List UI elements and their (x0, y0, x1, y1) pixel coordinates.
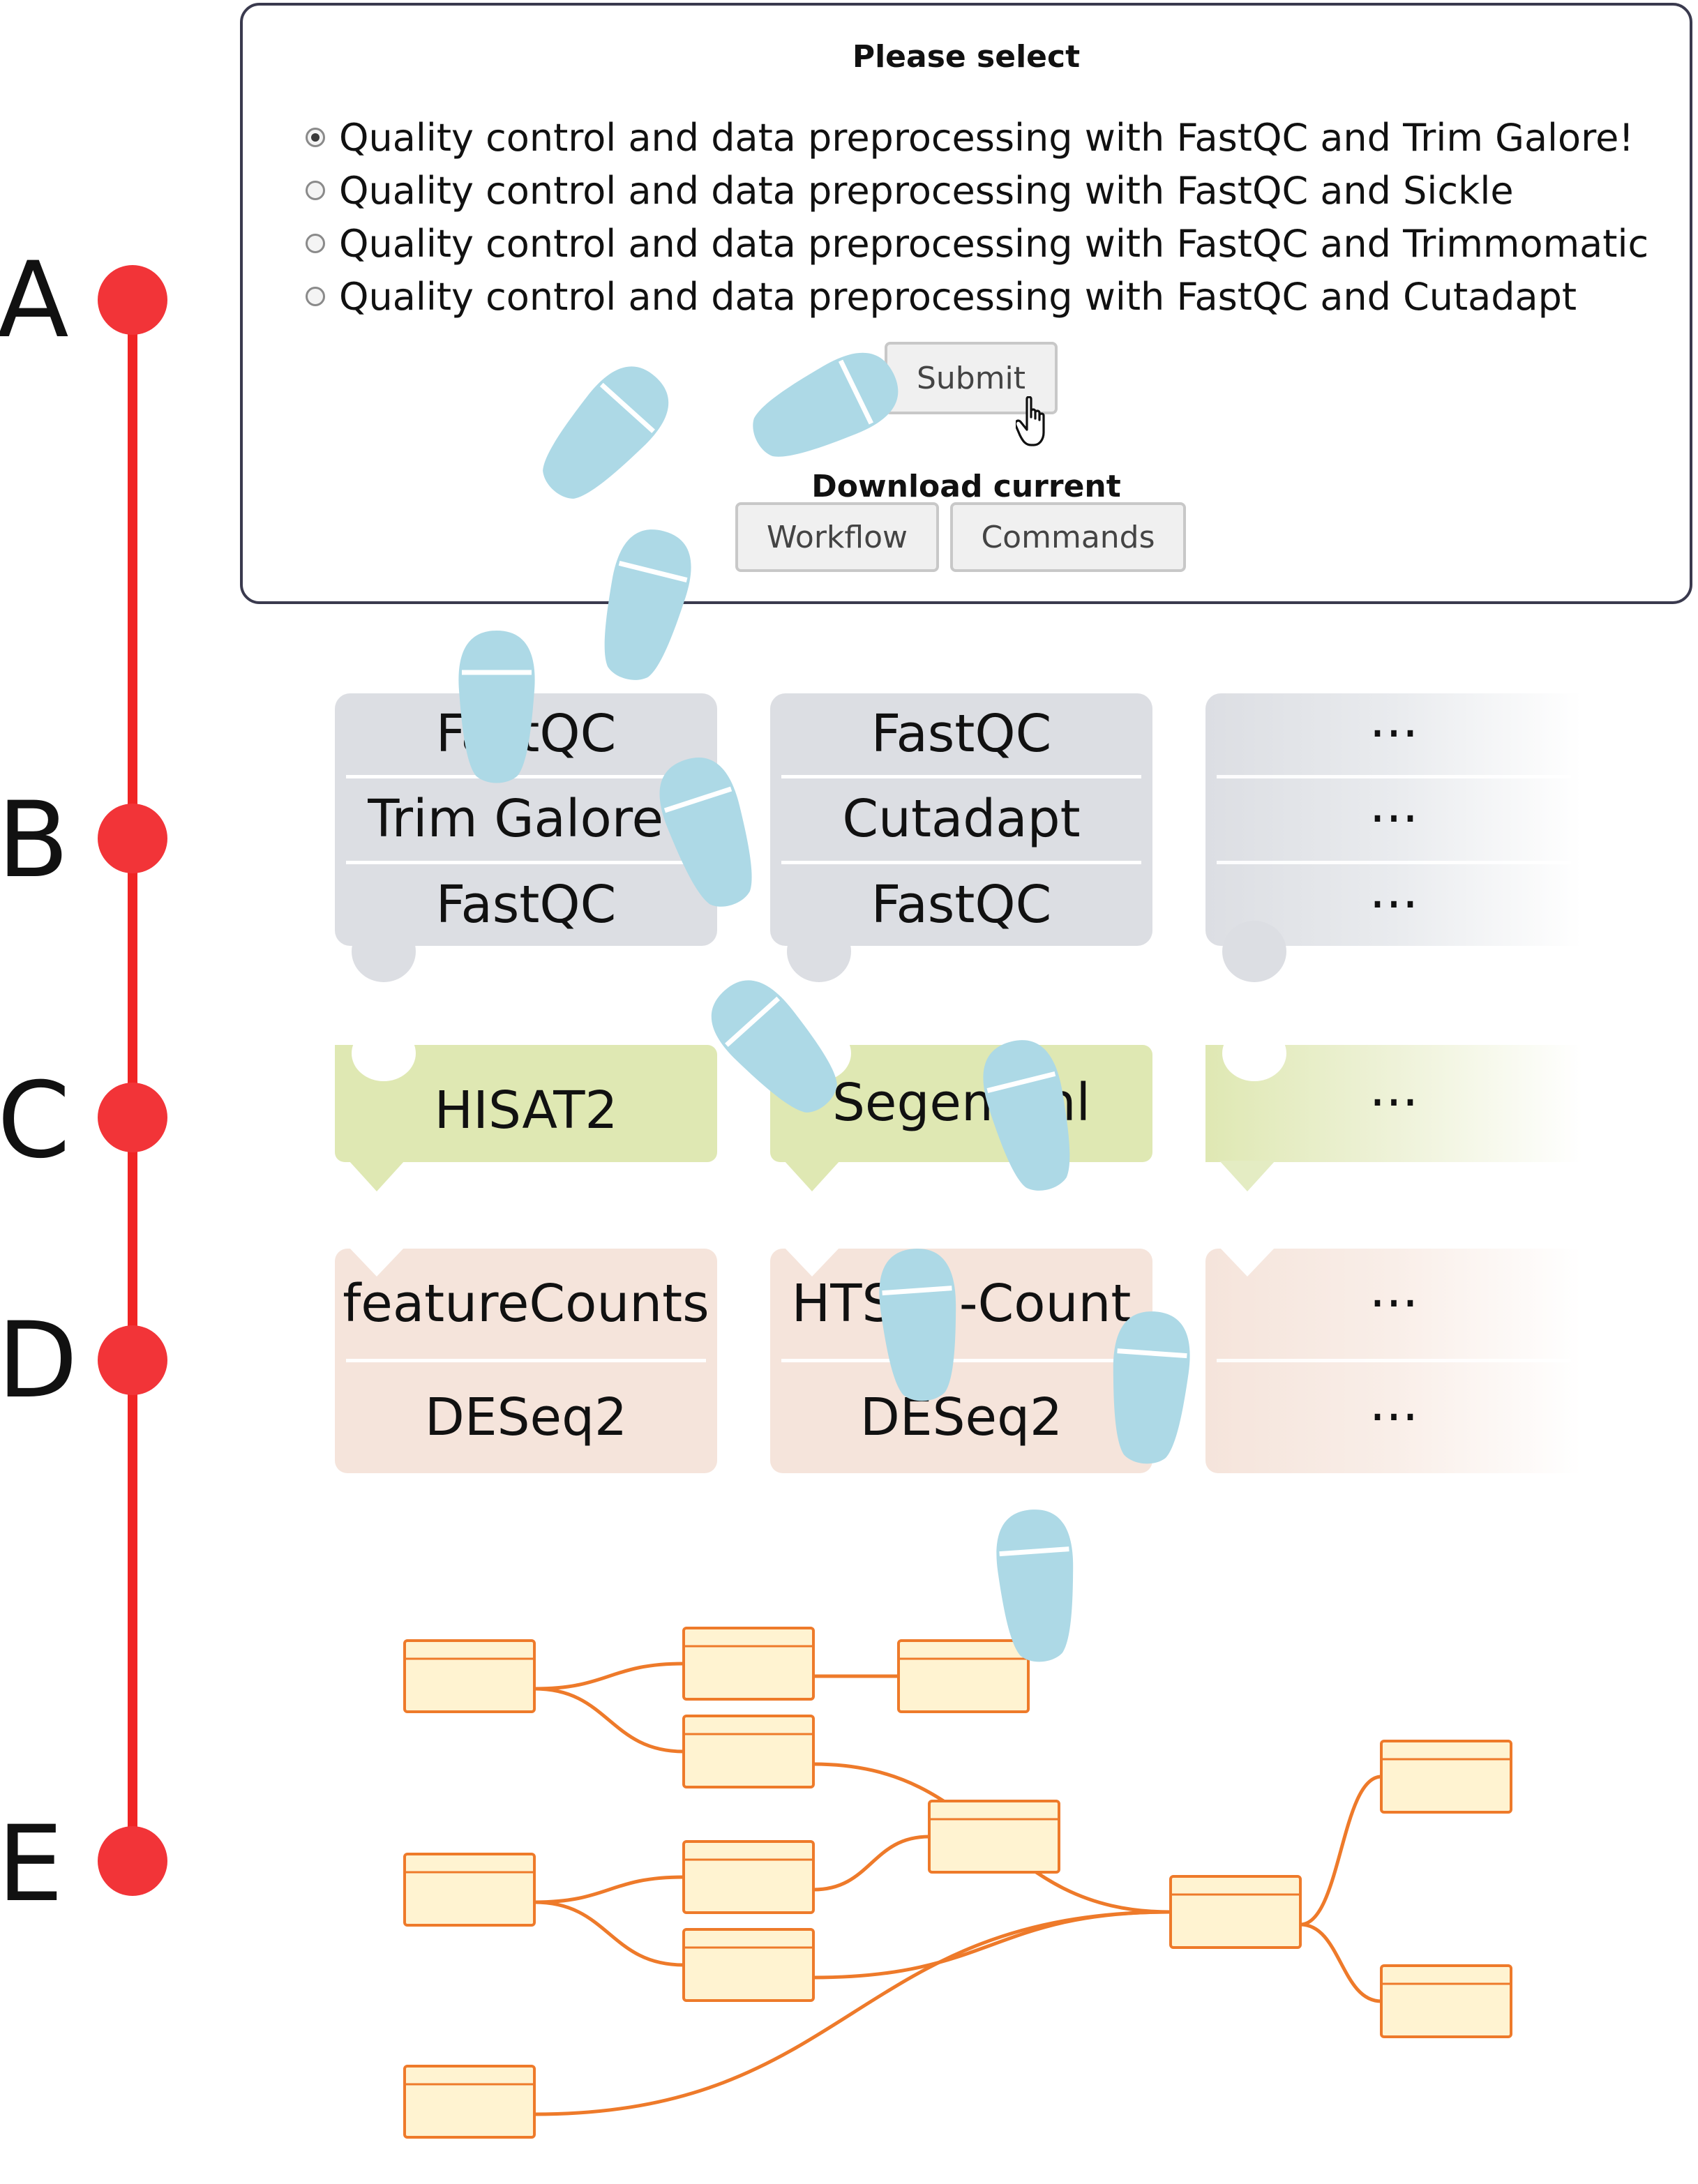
stage-dot-d (98, 1325, 167, 1395)
footprint-icon (458, 631, 535, 783)
workflow-graph-nodes (403, 1627, 1512, 2139)
tool-label: HISAT2 (434, 1080, 618, 1141)
graph-node (1380, 1740, 1512, 1814)
graph-node (1380, 1964, 1512, 2038)
quantification-block-more[interactable]: ··· ··· (1205, 1249, 1582, 1473)
footprint-icon (711, 980, 837, 1113)
divider (1217, 860, 1571, 864)
preprocessing-block-more[interactable]: ··· ··· ··· (1205, 693, 1582, 946)
graph-node (928, 1800, 1060, 1874)
tool-label: DESeq2 (424, 1387, 628, 1448)
footprint-icon (879, 1249, 956, 1401)
block-connector-tab (1222, 921, 1286, 982)
divider (781, 775, 1141, 779)
graph-edge (534, 1662, 684, 1691)
option-trim-galore[interactable]: Quality control and data preprocessing w… (306, 114, 1634, 160)
option-cutadapt[interactable]: Quality control and data preprocessing w… (306, 273, 1577, 319)
stage-dot-c (98, 1083, 167, 1152)
tool-label: ··· (1369, 789, 1419, 850)
divider (346, 775, 706, 779)
graph-node (897, 1639, 1030, 1713)
tool-label: FastQC (871, 874, 1052, 935)
tool-label: ··· (1369, 874, 1419, 935)
graph-edge (1300, 1922, 1382, 2003)
stage-dot-b (98, 804, 167, 873)
graph-node (682, 1627, 815, 1701)
graph-edge (813, 1835, 930, 1892)
stage-label-a: A (0, 240, 69, 361)
footprint-icon (604, 529, 691, 680)
quantification-block-2[interactable]: HTSeq-Count DESeq2 (770, 1249, 1152, 1473)
tool-label: ··· (1369, 1273, 1419, 1334)
block-connector-tab (352, 921, 416, 982)
option-sickle[interactable]: Quality control and data preprocessing w… (306, 167, 1514, 213)
quantification-block-1[interactable]: featureCounts DESeq2 (335, 1249, 717, 1473)
graph-node (682, 1840, 815, 1914)
panel-title: Please select (852, 39, 1081, 75)
tool-label: ··· (1369, 1387, 1419, 1448)
tool-label: featureCounts (343, 1273, 709, 1334)
tool-label: HTSeq-Count (791, 1273, 1132, 1334)
stage-timeline (98, 265, 167, 1896)
tool-label: DESeq2 (859, 1387, 1063, 1448)
option-label: Quality control and data preprocessing w… (339, 274, 1577, 319)
footprint-icon (996, 1509, 1074, 1662)
graph-node (403, 1853, 536, 1927)
graph-edge (534, 1900, 684, 1967)
radio-button[interactable] (306, 234, 325, 253)
footprint-icon (983, 1040, 1070, 1191)
footprint-icon (543, 366, 669, 499)
block-connector-tab (787, 921, 851, 982)
option-label: Quality control and data preprocessing w… (339, 115, 1634, 160)
graph-node (403, 1639, 536, 1713)
tool-label: ··· (1369, 1073, 1419, 1134)
divider (346, 1359, 706, 1363)
graph-node (1169, 1875, 1302, 1949)
tool-label: Trim Galore! (368, 789, 684, 850)
stage-dot-a (98, 265, 167, 335)
graph-edge (1300, 1775, 1382, 1927)
tool-label: Cutadapt (842, 789, 1081, 850)
graph-edge (534, 1687, 684, 1754)
block-notch (1222, 1025, 1286, 1081)
radio-button[interactable] (306, 181, 325, 200)
graph-node (682, 1928, 815, 2002)
download-title: Download current (811, 469, 1121, 504)
preprocessing-block-2[interactable]: FastQC Cutadapt FastQC (770, 693, 1152, 946)
workflow-selection-panel: Please select Quality control and data p… (240, 3, 1692, 604)
stage-label-e: E (0, 1804, 63, 1925)
divider (781, 1359, 1141, 1363)
stage-label-b: B (0, 780, 69, 901)
stage-label-d: D (0, 1300, 78, 1422)
footprint-icon (659, 758, 752, 907)
footprint-icon (753, 352, 899, 457)
option-trimmomatic[interactable]: Quality control and data preprocessing w… (306, 220, 1648, 266)
divider (1217, 1359, 1571, 1363)
stage-label-c: C (0, 1060, 70, 1182)
tool-label: FastQC (871, 703, 1052, 764)
graph-edge (534, 1875, 684, 1904)
option-label: Quality control and data preprocessing w… (339, 221, 1649, 266)
hand-cursor-icon (1016, 396, 1045, 446)
footprint-icon (1113, 1311, 1190, 1464)
divider (346, 860, 706, 864)
download-workflow-button[interactable]: Workflow (735, 502, 939, 572)
stage-dot-e (98, 1826, 167, 1896)
graph-node (682, 1715, 815, 1788)
tool-label: ··· (1369, 703, 1419, 764)
block-notch (352, 1025, 416, 1081)
option-label: Quality control and data preprocessing w… (339, 168, 1514, 213)
graph-edge (534, 1910, 1171, 2116)
radio-button[interactable] (306, 128, 325, 147)
radio-button[interactable] (306, 287, 325, 306)
tool-label: FastQC (435, 874, 617, 935)
divider (1217, 775, 1571, 779)
download-commands-button[interactable]: Commands (950, 502, 1186, 572)
graph-node (403, 2065, 536, 2139)
divider (781, 860, 1141, 864)
